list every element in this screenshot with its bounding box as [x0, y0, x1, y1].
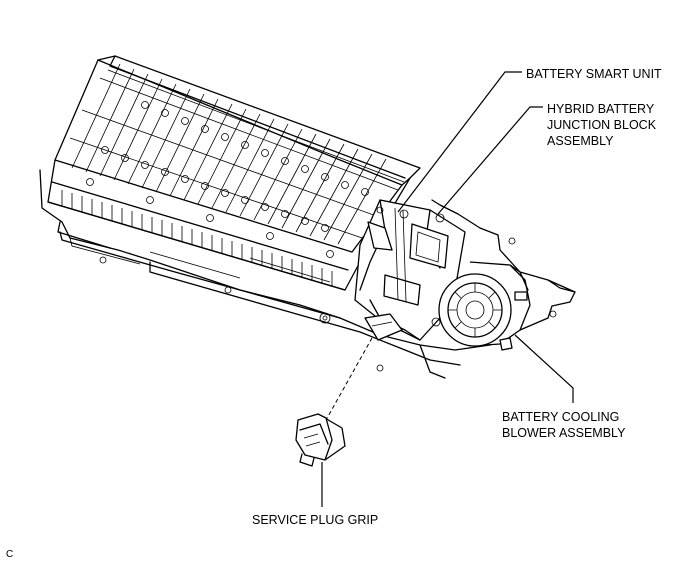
- junction-block-area: [354, 199, 466, 341]
- label-service-plug-grip: SERVICE PLUG GRIP: [252, 513, 379, 527]
- leader-junction-block: [437, 106, 543, 215]
- leader-cooling-blower: [514, 334, 574, 403]
- leader-battery-smart-unit: [397, 71, 522, 213]
- label-cooling-blower: BATTERY COOLING BLOWER ASSEMBLY: [502, 409, 625, 441]
- removal-path-line: [325, 337, 373, 421]
- label-junction-line-2: JUNCTION BLOCK: [547, 118, 657, 132]
- label-junction-block: HYBRID BATTERY JUNCTION BLOCK ASSEMBLY: [547, 101, 656, 149]
- label-blower-line-2: BLOWER ASSEMBLY: [502, 426, 626, 440]
- figure-code: C: [6, 549, 14, 560]
- label-blower-line-1: BATTERY COOLING: [502, 410, 620, 424]
- label-battery-smart-unit: BATTERY SMART UNIT: [526, 67, 662, 81]
- label-junction-line-1: HYBRID BATTERY: [547, 102, 655, 116]
- service-plug-grip: [295, 413, 346, 467]
- label-junction-line-3: ASSEMBLY: [547, 134, 614, 148]
- leader-lines: [321, 71, 574, 507]
- cooling-blower: [438, 261, 531, 351]
- battery-module-stack: [47, 55, 421, 319]
